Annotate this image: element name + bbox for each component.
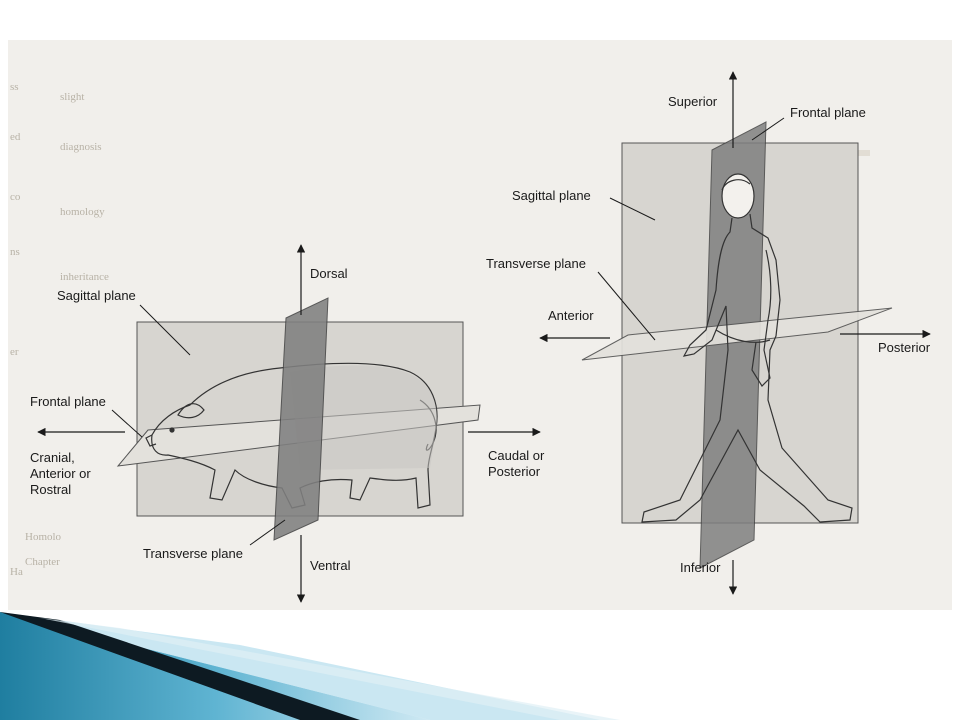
cranial-label-line-2: Anterior or [30, 466, 91, 481]
posterior-label: Posterior [878, 340, 931, 355]
quadruped-figure: Sagittal plane Frontal plane Transverse … [30, 244, 545, 603]
inferior-label: Inferior [680, 560, 721, 575]
bottom-banner-decoration [0, 612, 620, 720]
human-transverse-label: Transverse plane [486, 256, 586, 271]
pig-transverse-plane [273, 297, 329, 541]
ventral-label: Ventral [310, 558, 351, 573]
caudal-label-line-2: Posterior [488, 464, 541, 479]
svg-text:Ha: Ha [10, 566, 23, 578]
anterior-label: Anterior [548, 308, 594, 323]
human-outline [641, 173, 853, 523]
svg-text:ns: ns [10, 246, 20, 258]
human-transverse-plane [581, 307, 893, 361]
pig-sagittal-label: Sagittal plane [57, 288, 136, 303]
svg-text:diagnosis: diagnosis [60, 141, 102, 153]
svg-text:Homolo: Homolo [25, 531, 62, 543]
dorsal-label: Dorsal [310, 266, 348, 281]
svg-text:co: co [10, 191, 21, 203]
human-sagittal-leader [609, 197, 656, 221]
human-sagittal-label: Sagittal plane [512, 188, 591, 203]
cranial-label-line-1: Cranial, [30, 450, 75, 465]
human-figure: Superior Inferior Frontal plane Sagittal… [486, 71, 931, 595]
human-frontal-leader [751, 117, 785, 141]
svg-text:homology: homology [60, 206, 105, 218]
svg-text:inheritance: inheritance [60, 271, 109, 283]
svg-text:ss: ss [10, 81, 19, 93]
human-frontal-label: Frontal plane [790, 105, 866, 120]
pig-frontal-label: Frontal plane [30, 394, 106, 409]
caudal-label-line-1: Caudal or [488, 448, 545, 463]
svg-text:slight: slight [60, 91, 84, 103]
cranial-label-line-3: Rostral [30, 482, 71, 497]
human-transverse-leader [597, 271, 656, 341]
pig-transverse-leader [249, 519, 286, 546]
svg-text:ed: ed [10, 131, 21, 143]
pig-frontal-leader [111, 409, 143, 438]
pig-transverse-label: Transverse plane [143, 546, 243, 561]
human-sagittal-plane [699, 121, 767, 569]
pig-hindquarter-shade [290, 365, 437, 470]
pig-sagittal-leader [139, 304, 191, 356]
svg-text:er: er [10, 346, 19, 358]
superior-label: Superior [668, 94, 718, 109]
svg-text:Chapter: Chapter [25, 556, 60, 568]
